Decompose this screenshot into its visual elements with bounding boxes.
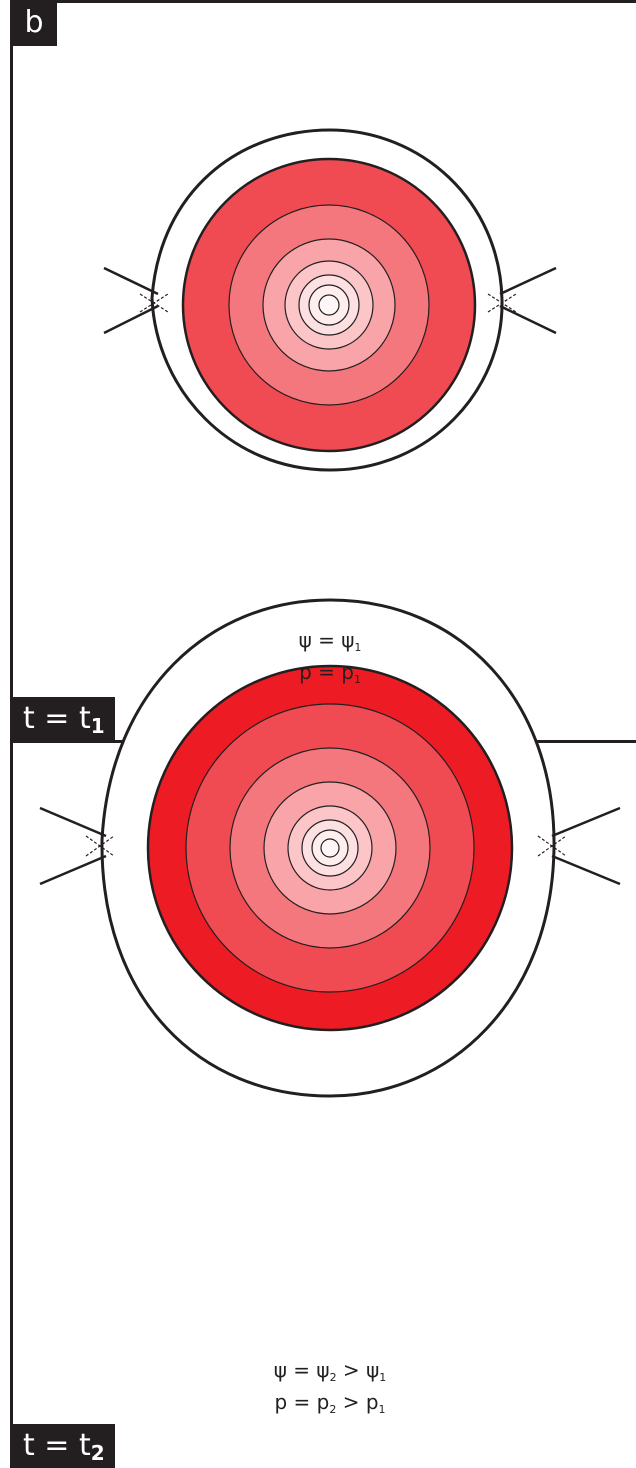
time-label-base: t = t xyxy=(23,701,91,736)
caption-panel-2: ψ = ψ2 > ψ1 p = p2 > p1 xyxy=(230,1356,430,1420)
time-label-base: t = t xyxy=(23,1428,91,1463)
time-label-subscript: 2 xyxy=(90,1441,105,1465)
time-label-subscript: 1 xyxy=(90,714,105,738)
caption-line-p: p = p2 > p1 xyxy=(274,1390,386,1416)
caption-line-psi: ψ = ψ1 xyxy=(298,628,362,654)
panel-1 xyxy=(103,128,557,472)
left-channel-panel-1 xyxy=(103,266,169,335)
ring-panel-1 xyxy=(318,294,340,316)
caption-line-psi: ψ = ψ2 > ψ1 xyxy=(273,1358,387,1384)
left-channel-panel-2 xyxy=(39,806,115,886)
caption-panel-1: ψ = ψ1 p = p1 xyxy=(230,626,430,690)
panel-label: b xyxy=(11,0,57,46)
right-channel-panel-1 xyxy=(487,266,557,335)
ring-panel-2 xyxy=(320,838,340,858)
caption-line-p: p = p1 xyxy=(299,660,361,686)
right-channel-panel-2 xyxy=(537,806,621,886)
panel-2 xyxy=(39,598,621,1098)
